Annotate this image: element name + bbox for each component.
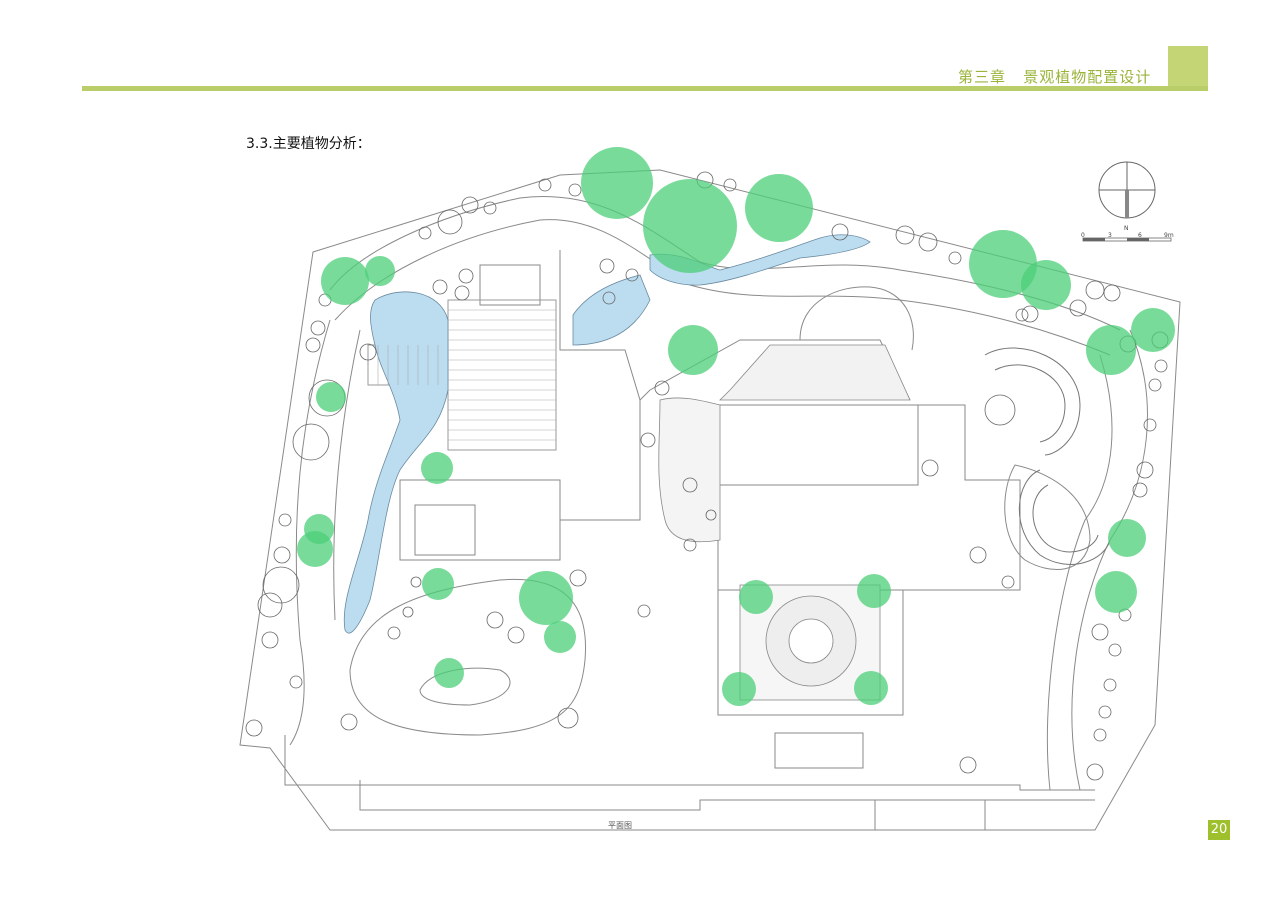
- plan-caption: 平面图: [608, 821, 632, 830]
- highlight-tree: [422, 568, 454, 600]
- highlight-tree: [316, 382, 346, 412]
- highlight-tree: [1108, 519, 1146, 557]
- highlight-tree: [544, 621, 576, 653]
- pond: [343, 291, 449, 634]
- highlighted-plants: [297, 147, 1175, 706]
- scale-label-9: 9m: [1164, 232, 1174, 239]
- north-label: N: [1124, 225, 1129, 232]
- scale-label-6: 6: [1138, 232, 1142, 239]
- north-stream: [572, 274, 651, 346]
- highlight-tree: [854, 671, 888, 705]
- boardwalk-lower: [1018, 469, 1111, 565]
- south-building: [774, 732, 864, 769]
- highlight-tree: [668, 325, 718, 375]
- highlight-tree: [421, 452, 453, 484]
- section-title: 3.3.主要植物分析：: [246, 136, 371, 152]
- highlight-tree: [722, 672, 756, 706]
- page-number: 20: [1208, 820, 1230, 840]
- south-lawn: [349, 578, 587, 736]
- wood-deck: [447, 299, 557, 451]
- scale-label-3: 3: [1108, 232, 1112, 239]
- highlight-tree: [434, 658, 464, 688]
- chapter-title: 第三章 景观植物配置设计: [958, 68, 1152, 86]
- highlight-tree: [745, 174, 813, 242]
- boardwalk-upper: [984, 347, 1081, 456]
- scale-bar: [1082, 237, 1172, 242]
- terrace-block: [399, 479, 561, 561]
- highlight-tree: [365, 256, 395, 286]
- west-path: [289, 319, 331, 746]
- highlight-tree: [297, 531, 333, 567]
- scale-label-0: 0: [1081, 232, 1085, 239]
- main-building: [717, 404, 919, 486]
- lawn-circle: [799, 286, 914, 351]
- highlight-tree: [739, 580, 773, 614]
- cobble-plaza: [719, 344, 911, 401]
- highlight-tree: [581, 147, 653, 219]
- highlight-tree: [519, 571, 573, 625]
- highlight-tree: [969, 230, 1037, 298]
- highlight-tree: [643, 179, 737, 273]
- highlight-tree: [1086, 325, 1136, 375]
- highlight-tree: [1095, 571, 1137, 613]
- highlight-tree: [1131, 308, 1175, 352]
- highlight-tree: [857, 574, 891, 608]
- header-accent-block: [1168, 46, 1208, 87]
- pavilion: [479, 264, 541, 306]
- highlight-tree: [321, 257, 369, 305]
- south-wall: [284, 735, 1095, 791]
- header-rule: [82, 86, 1208, 91]
- highlight-tree: [1021, 260, 1071, 310]
